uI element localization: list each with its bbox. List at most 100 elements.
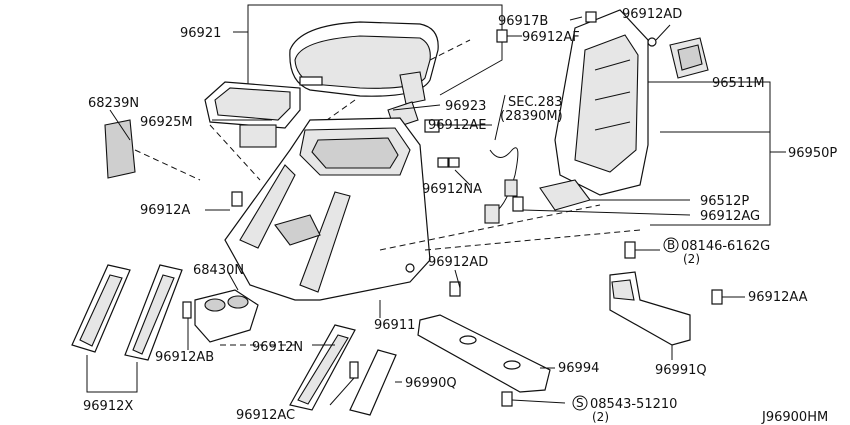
part-labels: 96921 96917B 96912AF 96912AD 96511M 6823… [83, 7, 837, 425]
lid-dash-2 [429, 39, 471, 61]
clip-96912na-a [437, 157, 449, 168]
label-96991q: 96991Q [655, 363, 707, 378]
label-96912ac: 96912AC [236, 408, 295, 423]
clip-96912ae [424, 119, 440, 133]
trim-96912n-face [297, 334, 349, 405]
console-body-cavity [311, 137, 399, 169]
side-trim-group [71, 264, 192, 393]
side-trim-callout [86, 355, 138, 393]
label-68430n: 68430N [193, 263, 244, 278]
cup-holder [194, 289, 259, 343]
screw-96912ab [182, 301, 192, 319]
label-68239n: 68239N [88, 96, 139, 111]
label-96912a: 96912A [140, 203, 190, 218]
bracket-96991q-group [609, 241, 723, 346]
leader-96912na [454, 169, 471, 186]
label-96921: 96921 [180, 26, 221, 41]
label-96923: 96923 [445, 99, 486, 114]
leader-sec283 [494, 94, 506, 141]
clip-96912ad-top [647, 37, 657, 47]
screw-symbol-circle [572, 395, 588, 411]
tray-dash [209, 124, 261, 181]
screw-96912ad-mid [449, 281, 461, 297]
side-trim-right-face [132, 274, 175, 355]
lid-hinge [399, 71, 426, 105]
leader-96950p-bracket [648, 81, 771, 226]
label-screw-symbol: S [576, 396, 584, 410]
screw-96912ag [512, 196, 524, 212]
label-96912ad-mid: 96912AD [428, 255, 488, 270]
bracket-96991q-flange [611, 279, 635, 301]
clip-96912na-b [448, 157, 460, 168]
screw-96912ac [349, 361, 359, 379]
label-96911: 96911 [374, 318, 415, 333]
screw-08543 [501, 391, 513, 407]
console-boss [405, 263, 415, 273]
label-96912n: 96912N [252, 340, 303, 355]
console-pad [104, 119, 136, 179]
label-96512p: 96512P [700, 194, 749, 209]
label-08543-qty: (2) [592, 410, 609, 424]
rear-panel-group [539, 9, 709, 211]
leader-68239n [109, 109, 131, 141]
cable-group [484, 147, 519, 224]
console-side-rib-right [299, 191, 351, 293]
diagram-id: J96900HM [761, 410, 828, 425]
label-08146: 08146-6162G [681, 239, 770, 254]
label-96950p: 96950P [788, 146, 837, 161]
label-96994: 96994 [558, 361, 599, 376]
leader-96912ac [329, 377, 355, 406]
screw-96912aa [711, 289, 723, 305]
armrest-lid-group [233, 4, 503, 126]
label-sec283-line2: (28390M) [500, 109, 563, 124]
label-96917b: 96917B [498, 14, 548, 29]
lid-latch [299, 76, 323, 86]
rear-panel-rib-2 [594, 91, 631, 101]
label-96912ab: 96912AB [155, 350, 214, 365]
leader-lines [109, 16, 786, 406]
label-96912af: 96912AF [522, 30, 580, 45]
pad-dash [134, 149, 201, 181]
leader-96917b [569, 16, 583, 21]
cup-holder-group [194, 289, 300, 346]
cable-connector-2 [504, 179, 518, 197]
console-body-group [224, 117, 641, 301]
label-08146-qty: (2) [683, 252, 700, 266]
storage-tray-bottom [239, 124, 277, 148]
leader-08543 [511, 399, 566, 404]
console-cup-recess [274, 214, 321, 246]
label-sec283-line1: SEC.283 [508, 95, 563, 110]
label-96912ad-top: 96912AD [622, 7, 682, 22]
bolt-08146 [624, 241, 636, 259]
label-96912ag: 96912AG [700, 209, 760, 224]
rear-panel-inner [574, 34, 639, 173]
label-96511m: 96511M [712, 76, 765, 91]
leader-96923 [392, 104, 441, 111]
cup-holder-well-1 [204, 298, 226, 312]
lower-trim-group [289, 324, 397, 416]
label-96912x: 96912X [83, 399, 133, 414]
storage-tray-group [204, 81, 301, 181]
bolt-symbol-circle [663, 237, 679, 253]
body-dash-1 [379, 204, 601, 251]
pocket-96511m-inner [677, 44, 703, 71]
bar-hole-1 [459, 335, 477, 345]
label-96912aa: 96912AA [748, 290, 808, 305]
label-08543: 08543-51210 [590, 397, 677, 412]
side-trim-left-face [79, 274, 123, 347]
label-96990q: 96990Q [405, 376, 457, 391]
bar-96994 [417, 314, 551, 393]
bar-96994-group [417, 314, 551, 407]
lid-callout-box [233, 4, 503, 96]
leader-96912ad-top [655, 24, 671, 41]
trim-96990q [349, 349, 397, 416]
label-96912ae: 96912AE [428, 118, 486, 133]
storage-tray-inner [214, 87, 291, 121]
console-pad-group [104, 119, 201, 181]
screw-96912a [231, 191, 243, 207]
body-dash-2 [424, 229, 641, 251]
label-bolt-symbol: B [667, 238, 675, 252]
clip-96917b [585, 11, 597, 23]
